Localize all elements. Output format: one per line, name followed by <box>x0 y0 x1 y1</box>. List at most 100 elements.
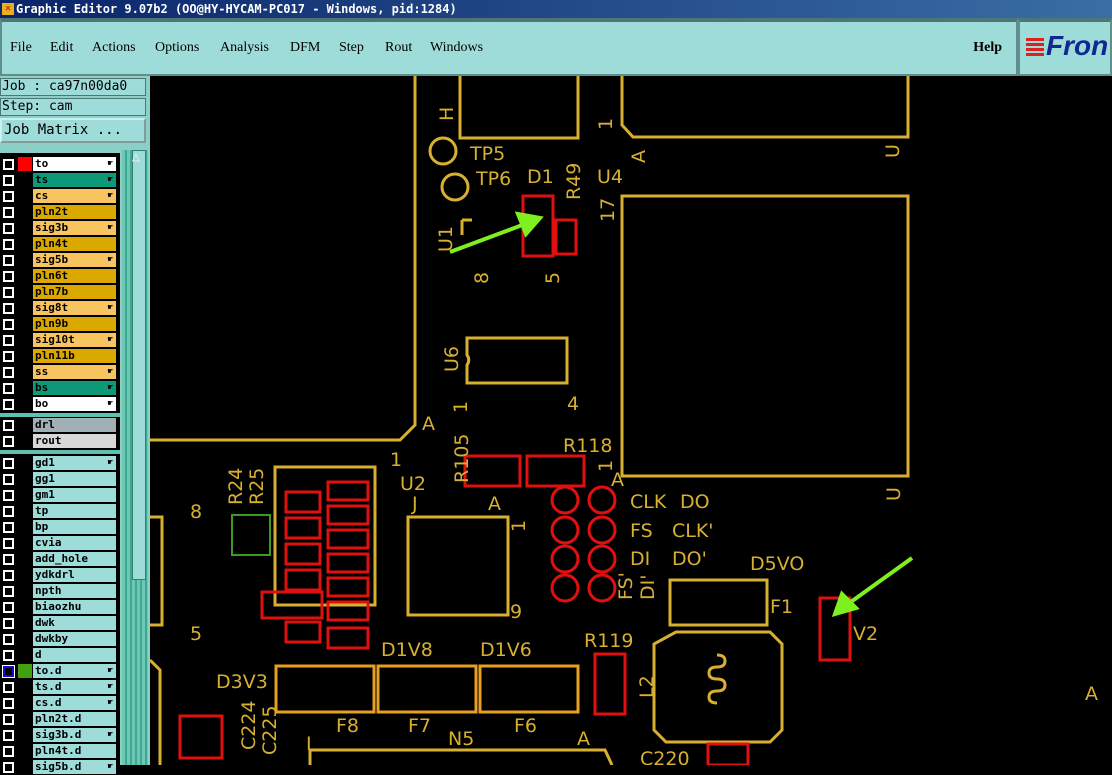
layer-checkbox[interactable] <box>3 762 14 773</box>
layer-name[interactable]: pln9b <box>33 317 116 331</box>
menu-rout[interactable]: Rout <box>385 40 413 55</box>
layer-name[interactable]: pln2t.d <box>33 712 116 726</box>
layer-row-gg1[interactable]: gg1 <box>0 471 120 487</box>
layer-checkbox[interactable] <box>3 335 14 346</box>
layer-checkbox[interactable] <box>3 351 14 362</box>
layer-color-swatch[interactable] <box>18 365 32 379</box>
layer-name[interactable]: cs☛ <box>33 189 116 203</box>
layer-name[interactable]: sig8t☛ <box>33 301 116 315</box>
layer-color-swatch[interactable] <box>18 317 32 331</box>
layer-row-sig5b[interactable]: sig5b☛ <box>0 252 120 268</box>
layer-color-swatch[interactable] <box>18 648 32 662</box>
layer-row-to[interactable]: to☛ <box>0 156 120 172</box>
layer-checkbox[interactable] <box>3 383 14 394</box>
layer-color-swatch[interactable] <box>18 397 32 411</box>
scroll-up-arrow-icon[interactable]: △ <box>132 152 140 163</box>
layer-checkbox[interactable] <box>3 634 14 645</box>
layer-color-swatch[interactable] <box>18 418 32 432</box>
layer-checkbox[interactable] <box>3 698 14 709</box>
layer-color-swatch[interactable] <box>18 285 32 299</box>
layer-color-swatch[interactable] <box>18 696 32 710</box>
layer-name[interactable]: sig3b☛ <box>33 221 116 235</box>
layer-color-swatch[interactable] <box>18 434 32 448</box>
layer-checkbox[interactable] <box>3 271 14 282</box>
layer-row-pln4t.d[interactable]: pln4t.d <box>0 743 120 759</box>
layer-name[interactable]: add_hole <box>33 552 116 566</box>
layer-color-swatch[interactable] <box>18 664 32 678</box>
layer-color-swatch[interactable] <box>18 728 32 742</box>
menu-analysis[interactable]: Analysis <box>220 40 269 55</box>
layer-name[interactable]: pln4t <box>33 237 116 251</box>
layer-name[interactable]: to☛ <box>33 157 116 171</box>
layer-row-ts.d[interactable]: ts.d☛ <box>0 679 120 695</box>
layer-color-swatch[interactable] <box>18 173 32 187</box>
layer-checkbox[interactable] <box>3 319 14 330</box>
menu-file[interactable]: File <box>10 40 32 55</box>
layer-name[interactable]: pln4t.d <box>33 744 116 758</box>
menu-step[interactable]: Step <box>339 40 364 55</box>
layer-color-swatch[interactable] <box>18 552 32 566</box>
layer-name[interactable]: gm1 <box>33 488 116 502</box>
layer-name[interactable]: ydkdrl <box>33 568 116 582</box>
layer-row-pln4t[interactable]: pln4t <box>0 236 120 252</box>
layer-checkbox[interactable] <box>3 474 14 485</box>
layer-color-swatch[interactable] <box>18 189 32 203</box>
layer-checkbox[interactable] <box>3 159 14 170</box>
layer-checkbox[interactable] <box>3 746 14 757</box>
layer-row-add_hole[interactable]: add_hole <box>0 551 120 567</box>
layer-checkbox[interactable] <box>3 554 14 565</box>
layer-color-swatch[interactable] <box>18 157 32 171</box>
layer-row-ss[interactable]: ss☛ <box>0 364 120 380</box>
layer-checkbox[interactable] <box>3 618 14 629</box>
layer-row-pln2t[interactable]: pln2t <box>0 204 120 220</box>
layer-checkbox[interactable] <box>3 714 14 725</box>
layer-row-gm1[interactable]: gm1 <box>0 487 120 503</box>
menu-edit[interactable]: Edit <box>50 40 74 55</box>
layer-checkbox[interactable] <box>3 682 14 693</box>
layer-color-swatch[interactable] <box>18 760 32 774</box>
layer-color-swatch[interactable] <box>18 381 32 395</box>
layer-name[interactable]: cs.d☛ <box>33 696 116 710</box>
layer-name[interactable]: d <box>33 648 116 662</box>
layer-name[interactable]: sig3b.d☛ <box>33 728 116 742</box>
layer-row-biaozhu[interactable]: biaozhu <box>0 599 120 615</box>
layer-color-swatch[interactable] <box>18 520 32 534</box>
layer-color-swatch[interactable] <box>18 349 32 363</box>
layer-checkbox[interactable] <box>3 538 14 549</box>
layer-row-cvia[interactable]: cvia <box>0 535 120 551</box>
layer-name[interactable]: sig5b☛ <box>33 253 116 267</box>
layer-color-swatch[interactable] <box>18 536 32 550</box>
layer-color-swatch[interactable] <box>18 472 32 486</box>
layer-row-bo[interactable]: bo☛ <box>0 396 120 412</box>
layer-checkbox[interactable] <box>2 665 15 678</box>
layer-checkbox[interactable] <box>3 436 14 447</box>
menu-windows[interactable]: Windows <box>430 40 484 55</box>
layer-name[interactable]: sig10t☛ <box>33 333 116 347</box>
layer-color-swatch[interactable] <box>18 237 32 251</box>
layer-row-sig10t[interactable]: sig10t☛ <box>0 332 120 348</box>
layer-name[interactable]: pln7b <box>33 285 116 299</box>
layer-color-swatch[interactable] <box>18 253 32 267</box>
layer-checkbox[interactable] <box>3 730 14 741</box>
layer-checkbox[interactable] <box>3 367 14 378</box>
layer-checkbox[interactable] <box>3 490 14 501</box>
layer-checkbox[interactable] <box>3 420 14 431</box>
layer-row-rout[interactable]: rout <box>0 433 120 449</box>
layer-checkbox[interactable] <box>3 255 14 266</box>
layer-checkbox[interactable] <box>3 399 14 410</box>
layer-row-sig8t[interactable]: sig8t☛ <box>0 300 120 316</box>
menu-actions[interactable]: Actions <box>92 40 136 55</box>
menu-dfm[interactable]: DFM <box>290 40 321 55</box>
menu-help[interactable]: Help <box>973 40 1002 55</box>
layer-name[interactable]: drl <box>33 418 116 432</box>
layer-color-swatch[interactable] <box>18 680 32 694</box>
layer-scrollbar[interactable]: △ <box>122 150 148 765</box>
layer-color-swatch[interactable] <box>18 568 32 582</box>
layer-row-pln2t.d[interactable]: pln2t.d <box>0 711 120 727</box>
layer-color-swatch[interactable] <box>18 488 32 502</box>
menu-options[interactable]: Options <box>155 40 200 55</box>
layer-row-dwkby[interactable]: dwkby <box>0 631 120 647</box>
layer-name[interactable]: gg1 <box>33 472 116 486</box>
layer-checkbox[interactable] <box>3 522 14 533</box>
layer-color-swatch[interactable] <box>18 301 32 315</box>
